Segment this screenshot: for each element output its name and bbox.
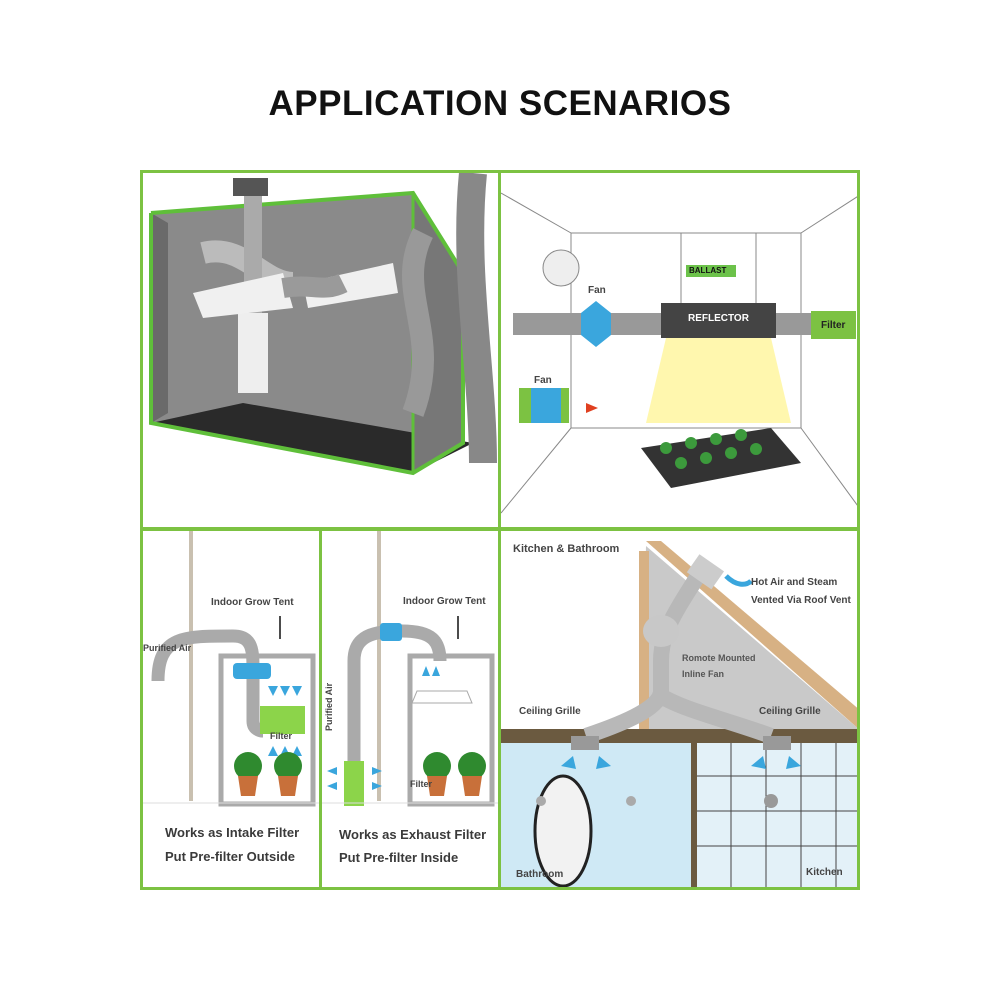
ballast-label: BALLAST (689, 266, 727, 275)
grille-right-label: Ceiling Grille (759, 706, 821, 717)
inline-fan-icon (233, 663, 271, 679)
kitchen-label: Kitchen (806, 867, 843, 878)
exhaust-filter-panel: Indoor Grow Tent Purified Air Filter Wor… (319, 528, 501, 890)
intake-illustration (143, 531, 319, 807)
grille-left-label: Ceiling Grille (519, 706, 581, 717)
fan-top-label: Fan (588, 285, 606, 296)
fan-bottom-label: Fan (534, 375, 552, 386)
filter-label: Filter (270, 731, 293, 741)
exhaust-illustration (322, 531, 498, 807)
inline-fan-icon (581, 301, 611, 347)
purified-air-label: Purified Air (324, 682, 334, 731)
fan-line2: Inline Fan (682, 669, 725, 679)
hot-air-line1: Hot Air and Steam (751, 577, 838, 588)
tent-label: Indoor Grow Tent (403, 596, 486, 607)
bathroom-label: Bathroom (516, 869, 564, 880)
panel-heading: Kitchen & Bathroom (513, 543, 620, 555)
intake-fan-icon (531, 388, 561, 423)
tent-label: Indoor Grow Tent (211, 597, 294, 608)
inline-fan-icon (380, 623, 402, 641)
caption-line2: Put Pre-filter Outside (165, 849, 296, 864)
hot-air-line2: Vented Via Roof Vent (751, 595, 851, 606)
purified-air-label: Purified Air (143, 643, 192, 653)
filter-label: Filter (410, 779, 433, 789)
filter-label: Filter (821, 320, 846, 331)
caption-line1: Works as Exhaust Filter (339, 827, 487, 842)
kitchen-bathroom-illustration (501, 541, 857, 887)
fan-line1: Romote Mounted (682, 653, 756, 663)
grow-tent-panel (140, 170, 502, 530)
intake-filter-panel: Indoor Grow Tent Purified Air Filter Wor… (140, 528, 322, 890)
grow-room-illustration (501, 192, 857, 514)
grow-tent-illustration (149, 173, 497, 476)
caption-line2: Put Pre-filter Inside (339, 850, 459, 865)
grow-room-panel: Fan BALLAST REFLECTOR Filter Fan (498, 170, 860, 530)
kitchen-bathroom-panel: Kitchen & Bathroom Hot Air and Steam Ven… (498, 528, 860, 890)
caption-line1: Works as Intake Filter (165, 825, 300, 840)
wall-fan-icon (542, 249, 580, 287)
page-title: APPLICATION SCENARIOS (268, 84, 732, 123)
reflector-label: REFLECTOR (688, 313, 749, 324)
